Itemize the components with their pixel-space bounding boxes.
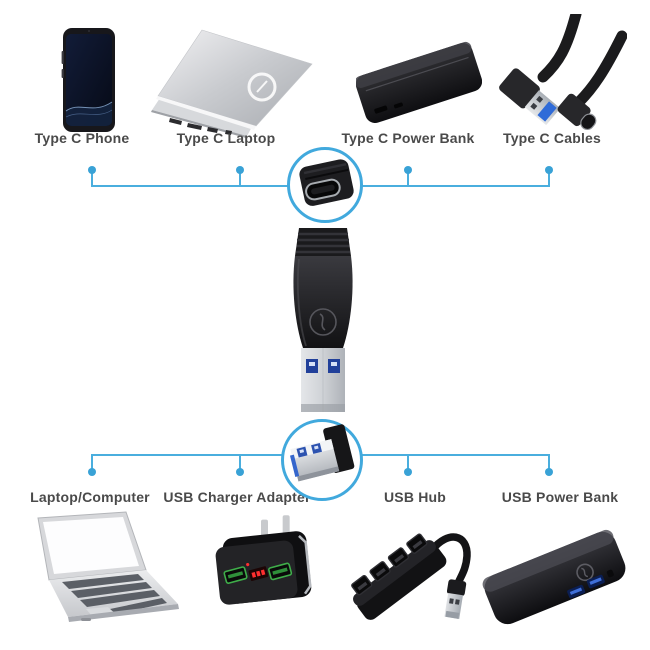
label-usb-charger-adapter: USB Charger Adapter xyxy=(163,489,311,505)
bottom-rail-dots xyxy=(88,468,553,476)
label-usb-power-bank: USB Power Bank xyxy=(501,489,619,505)
label-type-c-laptop: Type C Laptop xyxy=(176,130,276,146)
smartphone-icon xyxy=(61,28,115,132)
power-bank-usb-ports xyxy=(567,569,614,599)
laptop-ports xyxy=(169,118,232,135)
laptop-computer-image xyxy=(26,510,186,628)
open-laptop-icon xyxy=(37,511,179,622)
top-rail-dots xyxy=(88,166,553,174)
usb-a-connector xyxy=(499,68,561,126)
adapter-image xyxy=(273,226,373,420)
wall-charger-icon xyxy=(215,515,312,605)
usb-a-male-plug-icon xyxy=(289,424,355,482)
label-type-c-power-bank: Type C Power Bank xyxy=(341,130,475,146)
hub-usb-a-plug xyxy=(444,579,467,620)
type-c-phone-image xyxy=(57,27,121,133)
four-port-hub-icon xyxy=(351,533,471,620)
usb-cable-icon xyxy=(499,14,627,131)
usb-hub-image xyxy=(346,524,484,626)
hub-ports xyxy=(351,533,428,596)
usb-c-to-usb-a-adapter-icon xyxy=(293,228,353,412)
type-c-cables-image xyxy=(483,14,627,138)
usb-c-port-circle xyxy=(287,147,363,223)
type-c-laptop-image xyxy=(148,26,320,138)
laptop-back-icon xyxy=(151,29,313,138)
usb-c-female-port-icon xyxy=(299,159,354,206)
usb-c-connector xyxy=(557,93,597,131)
power-bank-ports-icon xyxy=(482,529,626,625)
charger-front-panel xyxy=(223,562,293,584)
label-type-c-cables: Type C Cables xyxy=(502,130,602,146)
usb-a-pins xyxy=(306,359,340,373)
usb-a-plug-circle xyxy=(281,419,363,501)
hub-bar xyxy=(351,533,447,620)
usb-power-bank-image xyxy=(479,522,631,634)
usb-charger-adapter-image xyxy=(205,515,319,615)
label-type-c-phone: Type C Phone xyxy=(34,130,130,146)
adapter-ridges xyxy=(296,232,350,254)
keyboard-keys xyxy=(62,574,167,614)
power-bank-icon xyxy=(356,41,482,124)
type-c-power-bank-image xyxy=(356,34,482,132)
label-laptop-computer: Laptop/Computer xyxy=(30,489,150,505)
label-usb-hub: USB Hub xyxy=(383,489,447,505)
